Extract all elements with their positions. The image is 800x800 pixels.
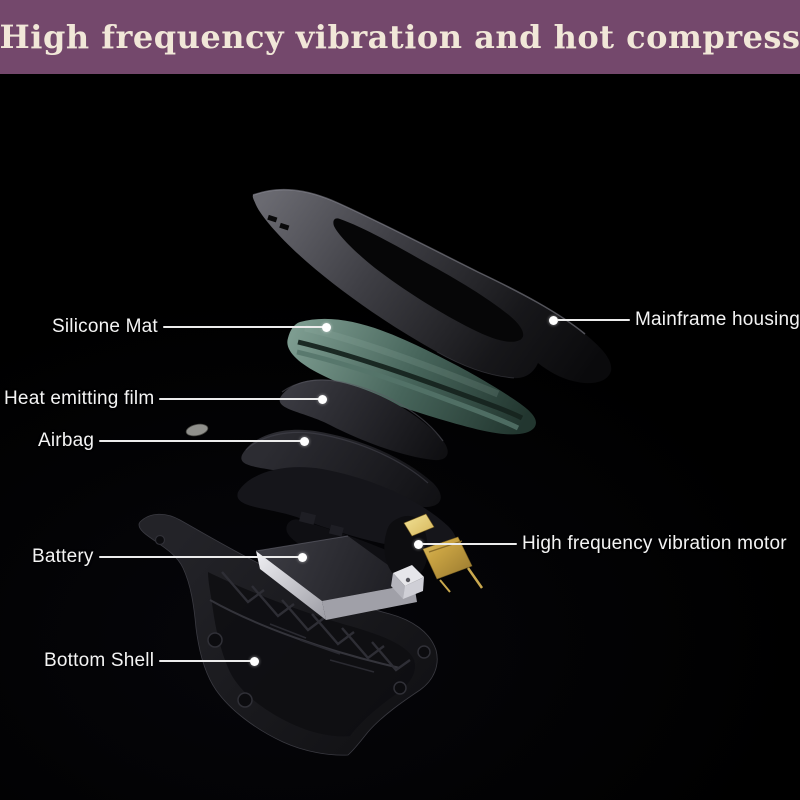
motor-connector — [391, 565, 424, 599]
silicone-mat-part — [287, 318, 536, 435]
vibration-motor-part — [384, 513, 484, 599]
leader-line — [98, 556, 299, 558]
label-airbag: Airbag — [38, 428, 310, 454]
label-text: Bottom Shell — [44, 650, 155, 671]
label-battery: Battery — [32, 544, 307, 570]
leader-line — [159, 398, 320, 400]
leader-line — [162, 326, 323, 328]
small-gasket-part — [185, 423, 209, 437]
battery-part — [255, 535, 417, 620]
label-silicone-mat: Silicone Mat — [52, 314, 331, 340]
leader-dot — [321, 322, 331, 332]
leader-dot — [549, 315, 558, 325]
title-banner: High frequency vibration and hot compres… — [0, 0, 800, 74]
leader-dot — [414, 539, 423, 549]
label-text: Mainframe housing — [635, 309, 800, 330]
label-text: Airbag — [38, 430, 95, 451]
mainframe-housing-part — [252, 188, 612, 384]
label-text: Heat emitting film — [4, 388, 155, 409]
label-bottom-shell: Bottom Shell — [44, 648, 260, 674]
page-title: High frequency vibration and hot compres… — [0, 18, 800, 56]
leader-dot — [300, 436, 310, 446]
leader-dot — [318, 394, 328, 404]
leader-line — [159, 660, 252, 662]
label-text: Battery — [32, 546, 94, 567]
leader-line — [99, 440, 302, 442]
bottom-shell-part — [138, 513, 438, 756]
label-heat-emitting-film: Heat emitting film — [4, 386, 328, 412]
label-mainframe-housing: Mainframe housing — [549, 307, 800, 333]
leader-dot — [250, 656, 260, 666]
leader-line — [422, 543, 517, 545]
leader-dot — [297, 552, 307, 562]
label-vibration-motor: High frequency vibration motor — [414, 531, 787, 557]
leader-line — [557, 319, 630, 321]
label-text: High frequency vibration motor — [522, 533, 787, 554]
label-text: Silicone Mat — [52, 316, 158, 337]
